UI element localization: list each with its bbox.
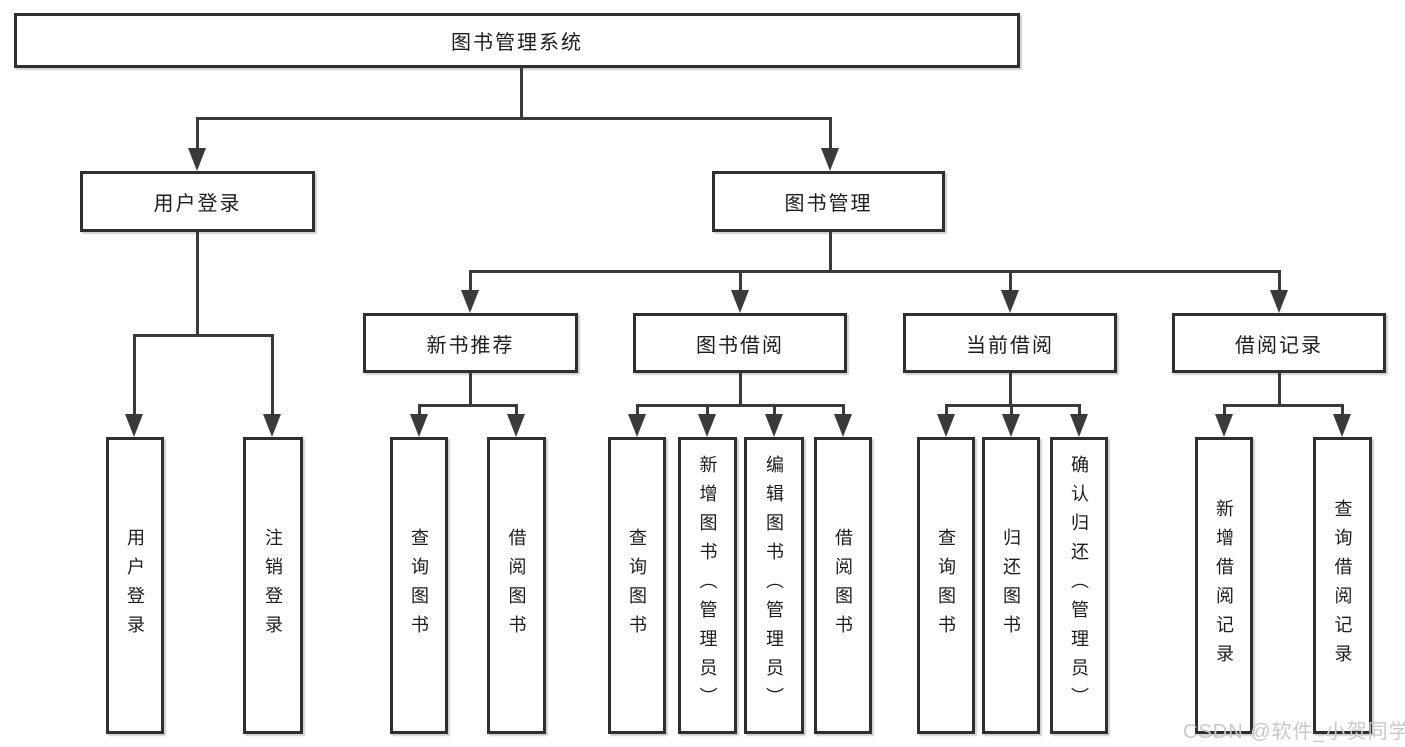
- arrow-down-icon: [834, 414, 852, 437]
- arrow-down-icon: [1333, 414, 1351, 437]
- connector-line: [418, 404, 421, 417]
- node-user-login: 用户登录: [80, 171, 315, 232]
- node-confirm-return-admin: 确认归还（管理员）: [1050, 437, 1108, 734]
- arrow-down-icon: [125, 414, 143, 437]
- connector-line: [1223, 404, 1226, 417]
- arrow-down-icon: [698, 414, 716, 437]
- node-new-book-recommendation: 新书推荐: [363, 313, 578, 373]
- arrow-down-icon: [765, 414, 783, 437]
- node-add-books-admin: 新增图书（管理员）: [678, 437, 737, 734]
- connector-line: [1009, 373, 1012, 407]
- connector-line: [418, 404, 518, 407]
- connector-line: [196, 232, 199, 337]
- node-query-borrow-record: 查询借阅记录: [1313, 437, 1372, 734]
- watermark: CSDN @软件_小贺同学: [1183, 721, 1405, 743]
- connector-line: [1278, 270, 1281, 293]
- arrow-down-icon: [1070, 414, 1088, 437]
- connector-line: [515, 404, 518, 417]
- node-add-borrow-record: 新增借阅记录: [1195, 437, 1253, 734]
- node-query-books-recommend: 查询图书: [390, 437, 448, 734]
- connector-line: [196, 117, 832, 120]
- connector-line: [1341, 404, 1344, 417]
- connector-line: [1223, 404, 1344, 407]
- node-borrowing-records: 借阅记录: [1172, 313, 1386, 373]
- connector-line: [842, 404, 845, 417]
- connector-line: [739, 270, 742, 293]
- connector-line: [739, 373, 742, 407]
- arrow-down-icon: [263, 414, 281, 437]
- arrow-down-icon: [188, 148, 206, 171]
- arrow-down-icon: [1002, 414, 1020, 437]
- connector-line: [196, 117, 199, 151]
- connector-line: [469, 270, 472, 293]
- connector-line: [706, 404, 709, 417]
- node-current-borrowing: 当前借阅: [903, 313, 1117, 373]
- node-book-management: 图书管理: [712, 171, 945, 232]
- connector-line: [1009, 270, 1012, 293]
- node-library-management-system: 图书管理系统: [14, 13, 1020, 68]
- connector-line: [469, 270, 1281, 273]
- arrow-down-icon: [1215, 414, 1233, 437]
- node-query-books-borrow: 查询图书: [608, 437, 666, 734]
- connector-line: [829, 232, 832, 273]
- connector-line: [1010, 404, 1013, 417]
- connector-line: [636, 404, 845, 407]
- node-edit-books-admin: 编辑图书（管理员）: [744, 437, 804, 734]
- node-return-books: 归还图书: [982, 437, 1040, 734]
- arrow-down-icon: [628, 414, 646, 437]
- connector-line: [773, 404, 776, 417]
- connector-line: [469, 373, 472, 407]
- arrow-down-icon: [1270, 290, 1288, 313]
- connector-line: [133, 334, 274, 337]
- connector-line: [133, 334, 136, 418]
- connector-line: [271, 334, 274, 418]
- node-user-login-leaf: 用户登录: [106, 437, 164, 734]
- arrow-down-icon: [937, 414, 955, 437]
- connector-line: [636, 404, 639, 417]
- arrow-down-icon: [410, 414, 428, 437]
- node-logout: 注销登录: [243, 437, 303, 734]
- connector-line: [829, 117, 832, 151]
- node-query-books-current: 查询图书: [917, 437, 975, 734]
- node-borrow-books: 借阅图书: [814, 437, 872, 734]
- connector-line: [945, 404, 1081, 407]
- arrow-down-icon: [461, 290, 479, 313]
- arrow-down-icon: [821, 148, 839, 171]
- connector-line: [1078, 404, 1081, 417]
- node-borrow-books-recommend: 借阅图书: [487, 437, 546, 734]
- arrow-down-icon: [1001, 290, 1019, 313]
- connector-line: [1278, 373, 1281, 407]
- connector-line: [520, 67, 523, 120]
- node-book-borrowing: 图书借阅: [633, 313, 847, 373]
- arrow-down-icon: [507, 414, 525, 437]
- arrow-down-icon: [731, 290, 749, 313]
- connector-line: [945, 404, 948, 417]
